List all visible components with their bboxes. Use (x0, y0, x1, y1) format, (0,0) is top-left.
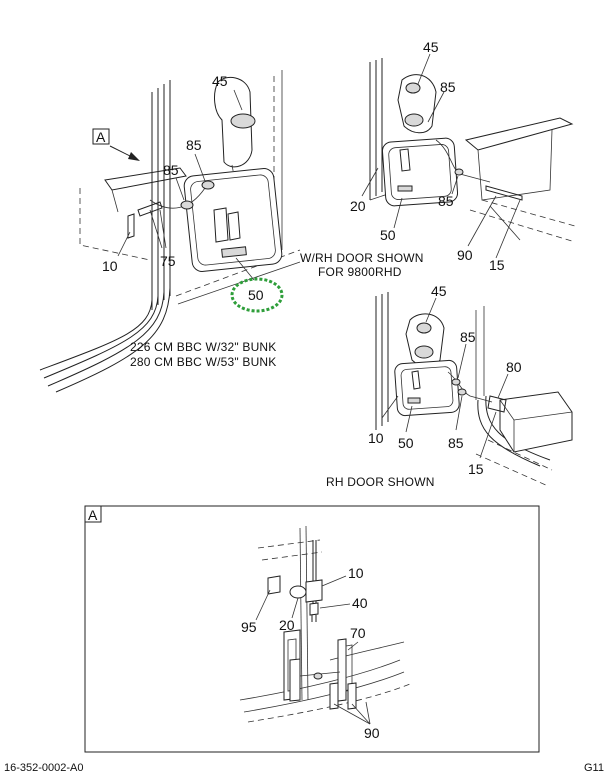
detail-callout-20: 20 (279, 617, 295, 633)
main-callout-10: 10 (102, 258, 118, 274)
rh-callout-85-upper: 85 (460, 329, 476, 345)
main-callout-85-upper: 85 (186, 137, 202, 153)
rh-callout-85-lower: 85 (448, 435, 464, 451)
main-callout-85-lower: 85 (163, 162, 179, 178)
detail-callout-90: 90 (364, 725, 380, 741)
view-a-marker: A (96, 129, 106, 145)
detail-callout-10: 10 (348, 565, 364, 581)
main-caption-line2: 280 CM BBC W/53" BUNK (130, 355, 277, 369)
rh-callout-80: 80 (506, 359, 522, 375)
rh9800-callout-90: 90 (457, 247, 473, 263)
rh9800-caption-line1: W/RH DOOR SHOWN (300, 251, 424, 265)
rh-callout-50: 50 (398, 435, 414, 451)
detail-a-view: A (84, 505, 540, 753)
rh-view: 45 85 80 10 50 85 15 RH DOOR SHOWN (326, 283, 573, 489)
main-view: 45 85 85 10 75 A 50 226 CM BBC W/32" BUN… (39, 70, 301, 393)
rh-callout-45: 45 (431, 283, 447, 299)
main-callout-75: 75 (160, 253, 176, 269)
detail-callout-95: 95 (241, 619, 257, 635)
rh9800-view: 45 85 20 50 85 90 15 W/RH DOOR SHOWN FOR… (300, 39, 576, 279)
rh9800-callout-50: 50 (380, 227, 396, 243)
rh9800-callout-85-upper: 85 (440, 79, 456, 95)
drawing-number: 16-352-0002-A0 (4, 762, 84, 774)
detail-callout-40: 40 (352, 595, 368, 611)
page-code: G11 (584, 762, 604, 774)
rh-caption: RH DOOR SHOWN (326, 475, 435, 489)
rh-callout-10: 10 (368, 430, 384, 446)
rh9800-callout-85-lower: 85 (438, 193, 454, 209)
detail-a-label: A (88, 507, 98, 523)
rh9800-callout-15: 15 (489, 257, 505, 273)
rh9800-callout-20: 20 (350, 198, 366, 214)
main-caption-line1: 226 CM BBC W/32" BUNK (130, 340, 277, 354)
highlight-ring (230, 277, 284, 313)
rh9800-callout-45: 45 (423, 39, 439, 55)
detail-callout-70: 70 (350, 625, 366, 641)
rh9800-caption-line2: FOR 9800RHD (318, 265, 402, 279)
main-callout-50: 50 (248, 287, 264, 303)
rh-callout-15: 15 (468, 461, 484, 477)
main-callout-45: 45 (212, 73, 228, 89)
